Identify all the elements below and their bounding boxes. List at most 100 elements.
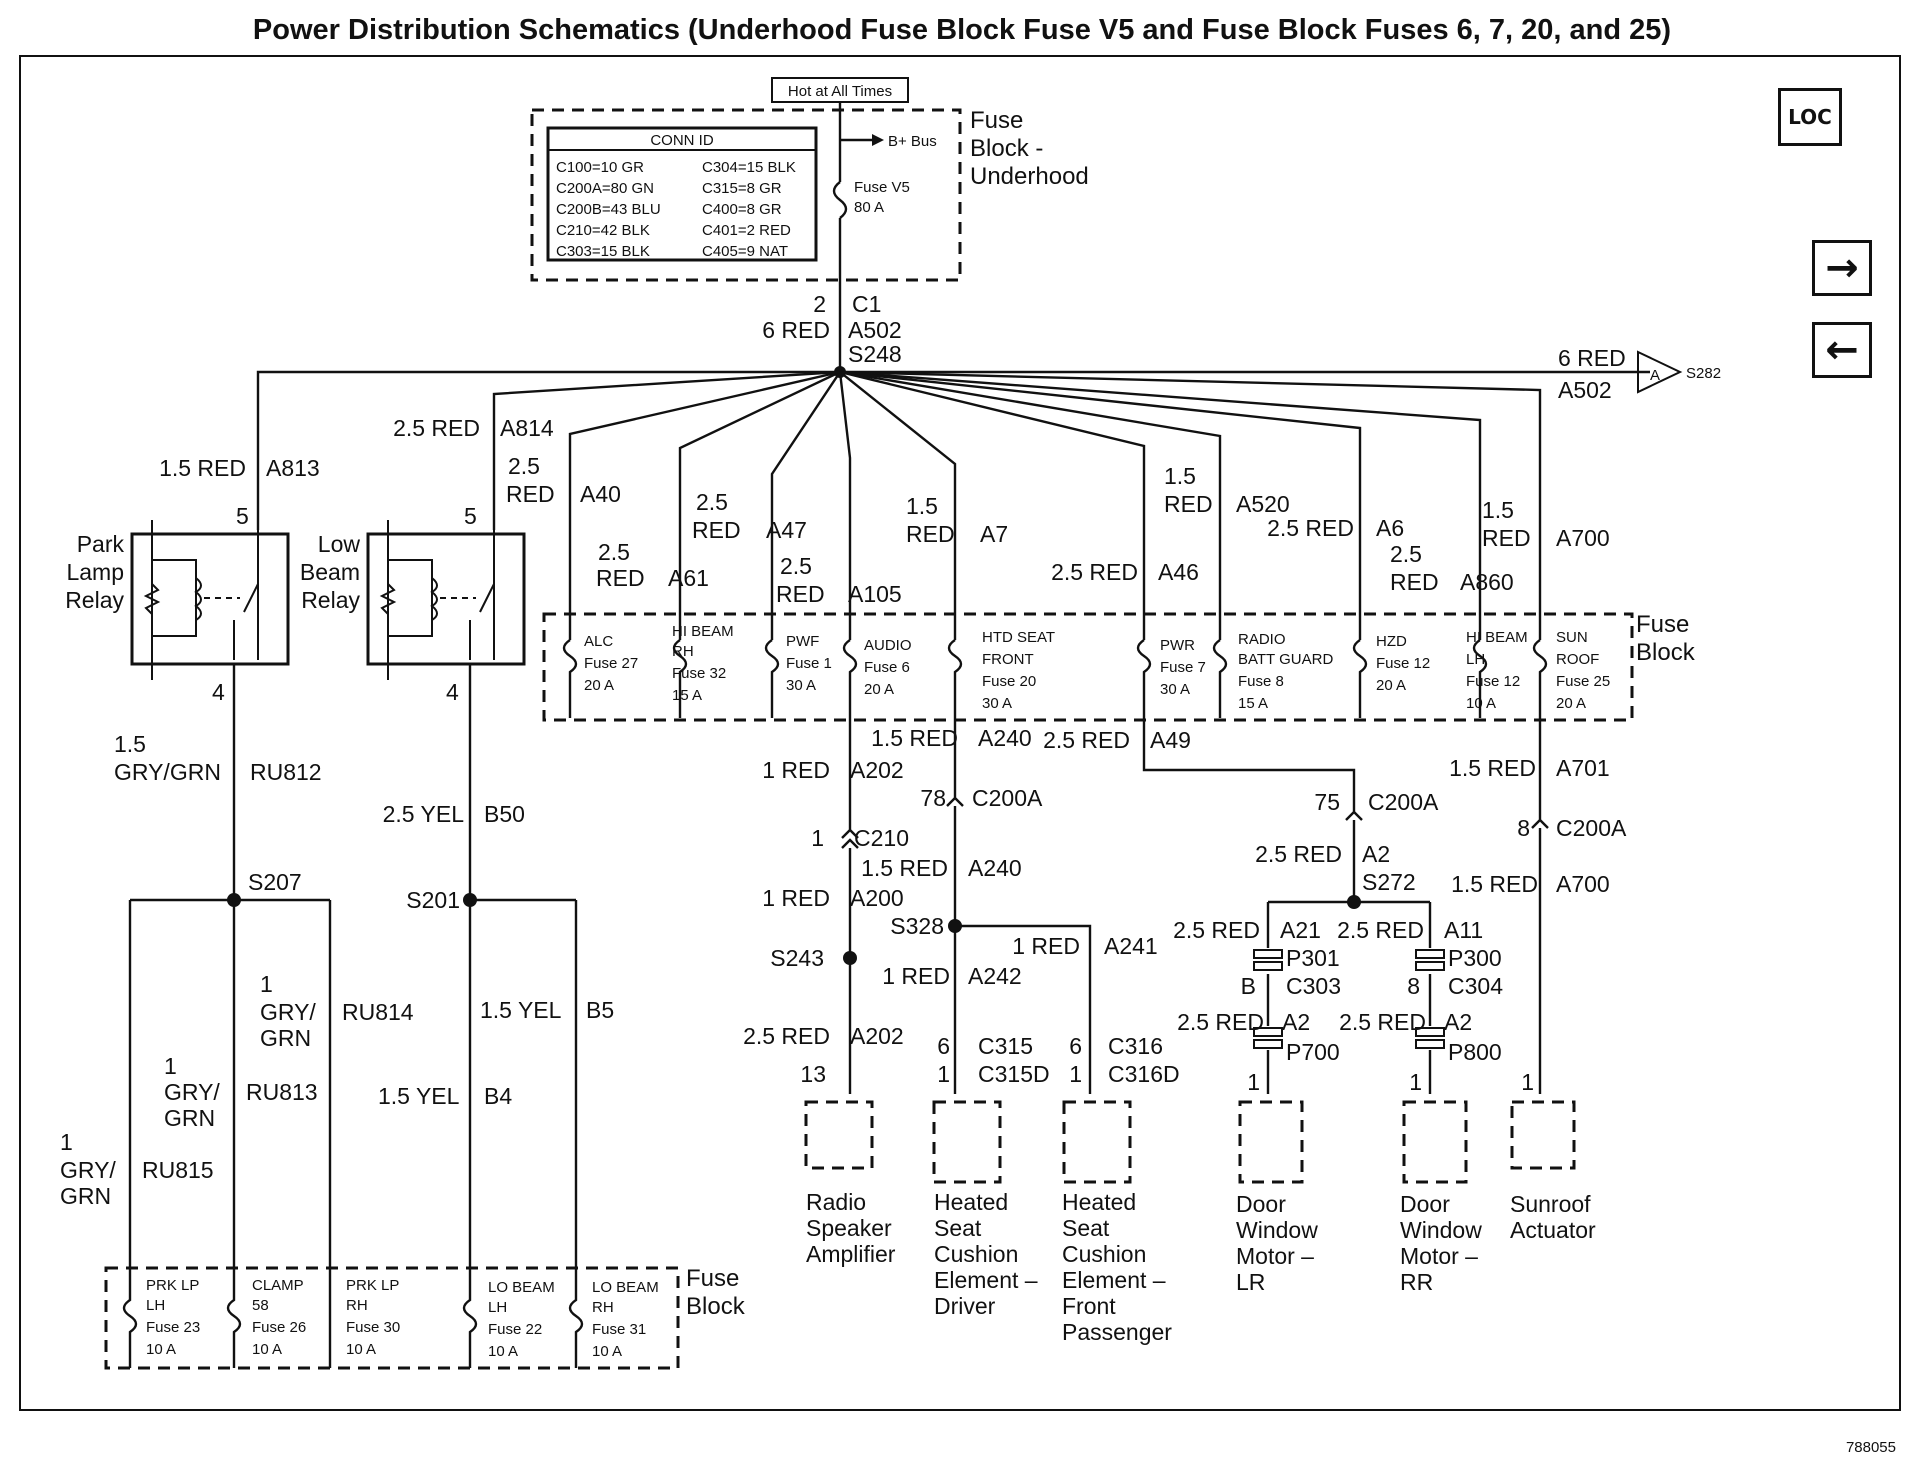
svg-text:A7: A7	[980, 521, 1008, 547]
svg-text:2.5: 2.5	[1390, 541, 1422, 567]
svg-text:13: 13	[800, 1061, 826, 1087]
radio-circuit: 1.5 RED A240 1 RED A202 1 C210 1 RED A20…	[743, 725, 1032, 1170]
svg-text:Window: Window	[1400, 1217, 1482, 1243]
svg-text:Low: Low	[318, 531, 361, 557]
svg-text:1: 1	[1069, 1061, 1082, 1087]
svg-text:C200A=80 GN: C200A=80 GN	[556, 180, 654, 197]
sunroof-actuator: Sunroof Actuator	[1510, 1191, 1596, 1243]
svg-text:1: 1	[811, 825, 824, 851]
offpage-ref: S282	[1686, 365, 1721, 382]
svg-text:AUDIO: AUDIO	[864, 637, 912, 654]
svg-text:1.5 RED: 1.5 RED	[871, 725, 958, 751]
svg-text:1.5 RED: 1.5 RED	[1451, 871, 1538, 897]
svg-text:RED: RED	[506, 481, 555, 507]
svg-text:A61: A61	[668, 565, 709, 591]
svg-text:Relay: Relay	[65, 587, 124, 613]
svg-text:C303=15 BLK: C303=15 BLK	[556, 243, 650, 260]
svg-text:C315D: C315D	[978, 1061, 1050, 1087]
svg-text:A2: A2	[1362, 841, 1390, 867]
svg-text:Heated: Heated	[1062, 1189, 1136, 1215]
svg-text:C200A: C200A	[972, 785, 1043, 811]
svg-text:GRN: GRN	[164, 1105, 215, 1131]
svg-text:PRK LP: PRK LP	[346, 1277, 399, 1294]
svg-text:Park: Park	[77, 531, 125, 557]
svg-text:B50: B50	[484, 801, 525, 827]
svg-text:B4: B4	[484, 1083, 512, 1109]
svg-text:6: 6	[1069, 1033, 1082, 1059]
svg-text:A40: A40	[580, 481, 621, 507]
locator-icon: LOC	[1788, 105, 1832, 129]
arrow-left-icon: ←	[1825, 327, 1859, 373]
diagram-border	[19, 55, 1901, 1411]
svg-text:Motor –: Motor –	[1400, 1243, 1478, 1269]
svg-text:Heated: Heated	[934, 1189, 1008, 1215]
svg-text:1: 1	[937, 1061, 950, 1087]
svg-text:Fuse 7: Fuse 7	[1160, 659, 1206, 676]
offpage-letter: A	[1650, 367, 1660, 384]
upper-fuse-hzd: HZD Fuse 12 20 A	[1352, 633, 1430, 718]
svg-text:RED: RED	[1164, 491, 1213, 517]
svg-text:A105: A105	[848, 581, 902, 607]
svg-text:A6: A6	[1376, 515, 1404, 541]
svg-text:LH: LH	[488, 1299, 507, 1316]
svg-text:A860: A860	[1460, 569, 1514, 595]
svg-text:RH: RH	[672, 643, 694, 660]
svg-text:1: 1	[260, 971, 273, 997]
svg-text:P800: P800	[1448, 1039, 1502, 1065]
lower-fuse-prk-lp-lh: PRK LP LH Fuse 23 10 A	[122, 1270, 200, 1368]
svg-text:A11: A11	[1444, 917, 1483, 943]
feed-circuit: A502	[848, 317, 902, 343]
svg-text:RED: RED	[1482, 525, 1531, 551]
upper-fuse-block-label: Fuse	[1636, 611, 1689, 638]
svg-text:A49: A49	[1150, 727, 1191, 753]
svg-text:2.5 RED: 2.5 RED	[1177, 1009, 1264, 1035]
svg-text:P300: P300	[1448, 945, 1502, 971]
svg-text:Fuse 1: Fuse 1	[786, 655, 832, 672]
svg-text:Passenger: Passenger	[1062, 1319, 1172, 1345]
svg-text:4: 4	[446, 679, 459, 705]
svg-text:Door: Door	[1236, 1191, 1286, 1217]
lower-fuse-lo-beam-rh: LO BEAM RH Fuse 31 10 A	[568, 1270, 659, 1368]
park-lamp-relay: Park Lamp Relay 5 4	[65, 503, 290, 705]
heated-seat-circuit: 2.5 RED A49 78 C200A 1.5 RED A240 S328 1…	[861, 727, 1191, 1184]
svg-text:2.5 YEL: 2.5 YEL	[383, 801, 465, 827]
svg-text:S328: S328	[890, 913, 944, 939]
svg-text:LO BEAM: LO BEAM	[592, 1279, 659, 1296]
svg-text:LR: LR	[1236, 1269, 1265, 1295]
svg-text:A46: A46	[1158, 559, 1199, 585]
svg-text:2.5 RED: 2.5 RED	[1255, 841, 1342, 867]
svg-text:A520: A520	[1236, 491, 1290, 517]
underhood-fuse-block	[530, 108, 962, 282]
svg-text:78: 78	[920, 785, 946, 811]
svg-text:RED: RED	[596, 565, 645, 591]
lower-fuse-block-label: Fuse	[686, 1265, 739, 1292]
svg-text:58: 58	[252, 1297, 269, 1314]
feed-conn: C1	[852, 291, 881, 317]
upper-fuse-sunroof: SUN ROOF Fuse 25 20 A	[1532, 629, 1610, 760]
locator-button[interactable]: LOC	[1778, 88, 1842, 146]
svg-text:1: 1	[1247, 1069, 1260, 1095]
arrow-right-icon: →	[1825, 245, 1859, 291]
svg-text:20 A: 20 A	[1376, 677, 1406, 694]
svg-text:GRY/: GRY/	[260, 999, 316, 1025]
svg-text:RADIO: RADIO	[1238, 631, 1286, 648]
svg-text:1 RED: 1 RED	[882, 963, 950, 989]
svg-text:Speaker: Speaker	[806, 1215, 892, 1241]
svg-text:Amplifier: Amplifier	[806, 1241, 896, 1267]
svg-text:Sunroof: Sunroof	[1510, 1191, 1591, 1217]
upper-fuse-radio-batt-guard: RADIO BATT GUARD Fuse 8 15 A	[1212, 631, 1333, 718]
svg-text:20 A: 20 A	[584, 677, 614, 694]
svg-text:RU815: RU815	[142, 1157, 214, 1183]
svg-text:5: 5	[464, 503, 477, 529]
svg-text:HI BEAM: HI BEAM	[672, 623, 734, 640]
svg-text:1 RED: 1 RED	[1012, 933, 1080, 959]
next-page-button[interactable]: →	[1812, 240, 1872, 296]
radio-speaker-amplifier: Radio Speaker Amplifier	[806, 1189, 896, 1267]
splice-s248: S248	[848, 341, 902, 367]
svg-text:A242: A242	[968, 963, 1022, 989]
fuse-v5-label: Fuse V5	[854, 179, 910, 196]
previous-page-button[interactable]: ←	[1812, 322, 1872, 378]
svg-text:LO BEAM: LO BEAM	[488, 1279, 555, 1296]
svg-text:2.5 RED: 2.5 RED	[743, 1023, 830, 1049]
svg-text:P700: P700	[1286, 1039, 1340, 1065]
